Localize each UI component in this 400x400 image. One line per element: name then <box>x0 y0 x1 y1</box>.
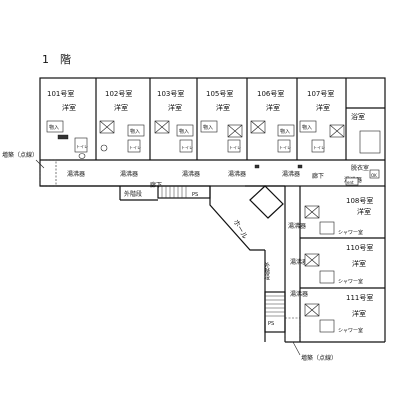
svg-text:物入: 物入 <box>49 124 59 131</box>
svg-text:シャワー室: シャワー室 <box>338 278 363 285</box>
svg-text:洋室: 洋室 <box>316 103 330 112</box>
room-111: 111号室 洋室 シャワー室 <box>338 293 373 334</box>
svg-text:トイレ: トイレ <box>181 145 193 150</box>
svg-text:洋室: 洋室 <box>266 103 280 112</box>
room-101: 101号室 洋室 <box>47 89 76 112</box>
svg-text:湯沸器: 湯沸器 <box>282 170 300 178</box>
svg-text:湯沸器: 湯沸器 <box>290 258 308 266</box>
svg-text:トイレ: トイレ <box>76 144 88 149</box>
svg-text:洋室: 洋室 <box>114 103 128 112</box>
svg-text:物入: 物入 <box>179 128 189 135</box>
hall: ホール <box>209 185 285 251</box>
svg-text:増築（点線）: 増築（点線） <box>301 354 337 362</box>
outside-stairs-label-top: 外階段 <box>124 190 142 198</box>
room-110: 110号室 洋室 シャワー室 <box>338 243 373 285</box>
room-105: 105号室 洋室 <box>206 89 233 112</box>
right-fixtures: 湯沸器 湯沸器 湯沸器 <box>284 205 335 343</box>
svg-text:トイレ: トイレ <box>229 145 241 150</box>
extension-bottom: 増築（点線） <box>292 341 337 362</box>
svg-text:トイレ: トイレ <box>129 145 141 150</box>
svg-text:物入: 物入 <box>203 124 213 131</box>
outside-stairs-label-lower: 外階段 <box>263 261 270 281</box>
svg-text:103号室: 103号室 <box>157 89 184 98</box>
room-106: 106号室 洋室 <box>257 89 284 112</box>
svg-text:湯沸器: 湯沸器 <box>228 170 246 178</box>
svg-text:シャワー室: シャワー室 <box>338 229 363 236</box>
hall-label: ホール <box>232 218 249 240</box>
svg-text:110号室: 110号室 <box>346 243 373 252</box>
svg-text:洋室: 洋室 <box>352 259 366 268</box>
svg-text:物入: 物入 <box>302 124 312 131</box>
svg-text:洋室: 洋室 <box>357 207 371 216</box>
room-102: 102号室 洋室 <box>105 89 132 112</box>
corridor-label-left: 廊下 <box>150 181 162 189</box>
svg-text:105号室: 105号室 <box>206 89 233 98</box>
svg-text:湯沸器: 湯沸器 <box>288 222 306 230</box>
svg-text:101号室: 101号室 <box>47 89 74 98</box>
svg-text:洋室: 洋室 <box>352 309 366 318</box>
svg-text:洋室: 洋室 <box>168 103 182 112</box>
svg-text:107号室: 107号室 <box>307 89 334 98</box>
svg-text:111号室: 111号室 <box>346 293 373 302</box>
svg-text:湯沸器: 湯沸器 <box>67 170 85 178</box>
dressing-label: 脱衣室 <box>351 164 369 172</box>
svg-text:湯沸器: 湯沸器 <box>290 290 308 298</box>
svg-text:湯沸器: 湯沸器 <box>182 170 200 178</box>
room-107: 107号室 洋室 <box>307 89 334 112</box>
room-103: 103号室 洋室 <box>157 89 184 112</box>
svg-text:108号室: 108号室 <box>346 196 373 205</box>
outside-stairs-top: 外階段 PS <box>119 185 211 201</box>
svg-text:洋室: 洋室 <box>62 103 76 112</box>
svg-text:シャワー室: シャワー室 <box>338 327 363 334</box>
extension-left: 増築（点線） <box>2 151 57 187</box>
room-108: 108号室 洋室 シャワー室 <box>338 196 373 236</box>
top-fixtures: 物入 トイレ 物入 トイレ 物入 トイレ 物入 トイレ 物 <box>46 120 345 159</box>
svg-text:湯沸器: 湯沸器 <box>120 170 138 178</box>
bath-area: 浴室 脱衣室 OK <box>346 107 385 179</box>
corridor-label-right: 廊下 <box>312 172 324 180</box>
floor-title: 1 階 <box>42 52 71 66</box>
svg-text:増築（点線）: 増築（点線） <box>2 151 38 159</box>
svg-text:トイレ: トイレ <box>313 145 325 150</box>
svg-text:トイレ: トイレ <box>279 145 291 150</box>
bath-label: 浴室 <box>351 112 365 121</box>
ps-label-top: PS <box>192 192 198 198</box>
entrance-marker: ent <box>345 177 359 186</box>
svg-text:OK: OK <box>371 173 377 178</box>
svg-text:102号室: 102号室 <box>105 89 132 98</box>
svg-text:物入: 物入 <box>130 128 140 135</box>
svg-text:洋室: 洋室 <box>216 103 230 112</box>
ps-label-lower: PS <box>268 321 274 327</box>
svg-text:物入: 物入 <box>280 128 290 135</box>
svg-text:ent: ent <box>347 180 354 185</box>
svg-text:106号室: 106号室 <box>257 89 284 98</box>
outside-stairs-lower: 外階段 PS <box>263 261 286 333</box>
top-wing <box>39 77 386 187</box>
